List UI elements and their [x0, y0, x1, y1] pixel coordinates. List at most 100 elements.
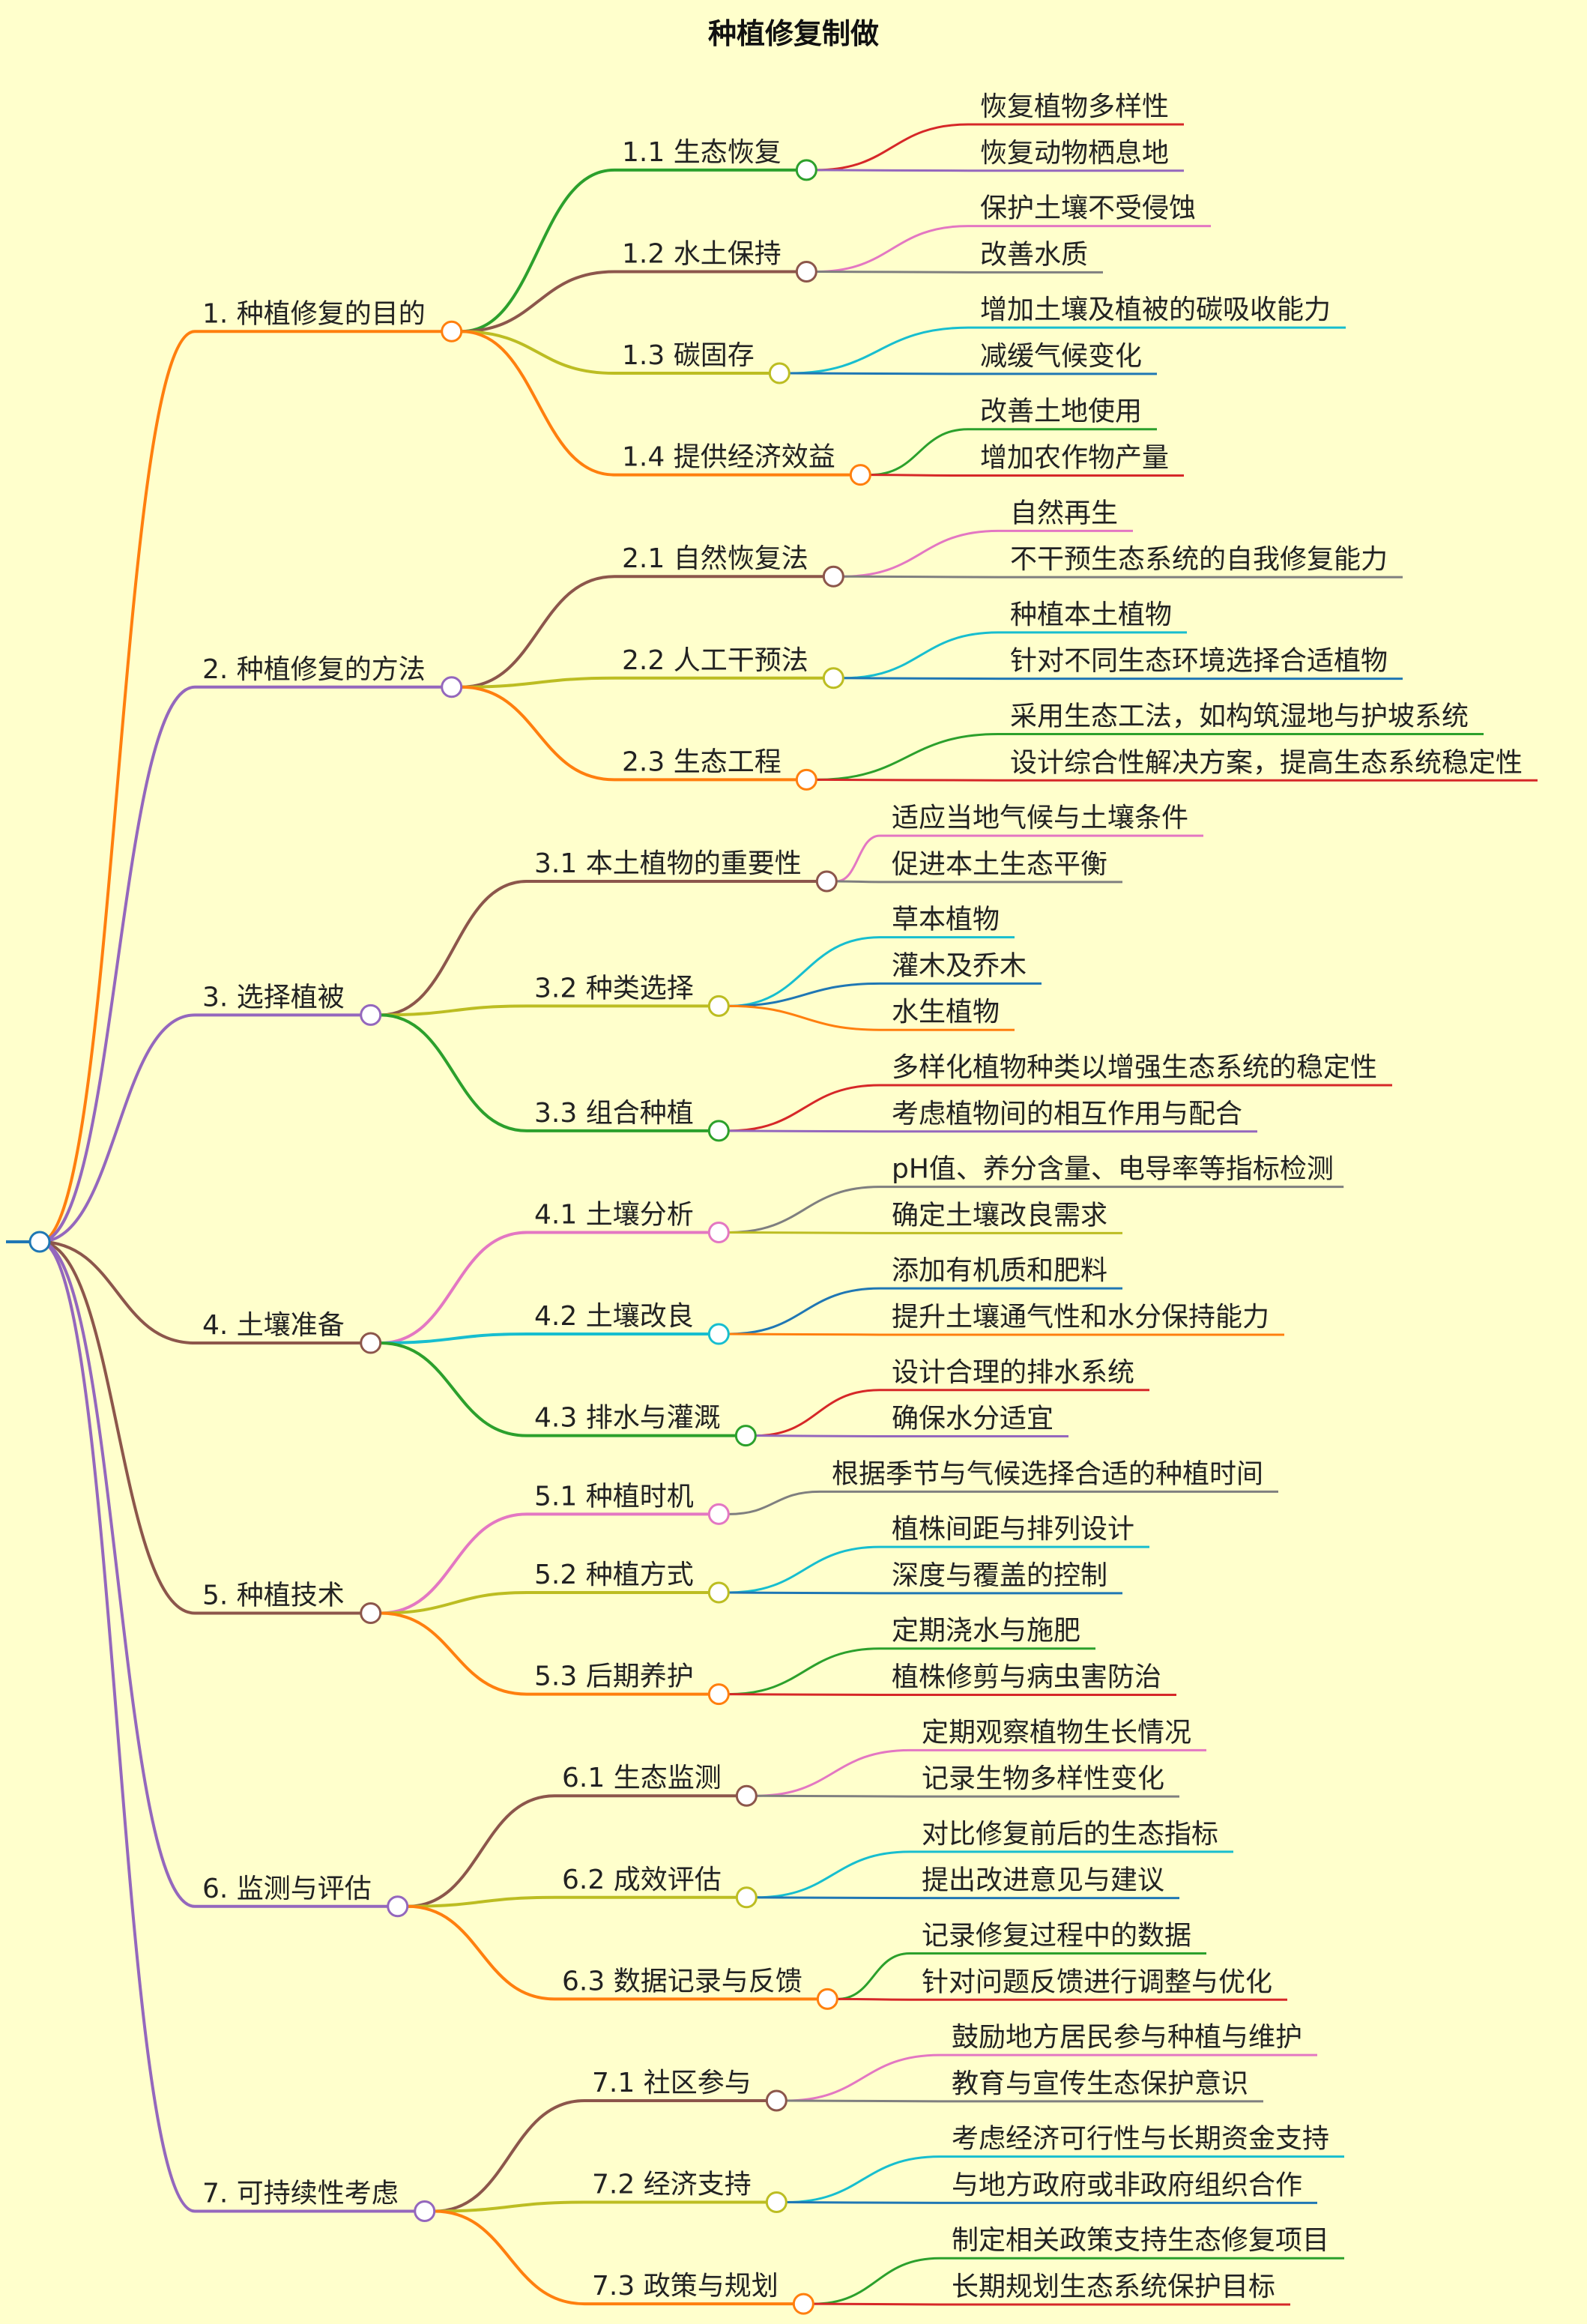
leaf-label: 根据季节与气候选择合适的种植时间 — [832, 1458, 1263, 1489]
topic-label: 4.3 排水与灌溉 — [534, 1403, 721, 1434]
leaf-label: 记录生物多样性变化 — [922, 1763, 1164, 1794]
leaf-label: 种植本土植物 — [1010, 600, 1172, 630]
topic-node[interactable] — [792, 2293, 814, 2315]
branch-node[interactable] — [360, 1602, 382, 1624]
leaf-edge — [786, 2155, 940, 2204]
leaf-label: 采用生态工法，如构筑湿地与护坡系统 — [1010, 701, 1469, 731]
topic-label: 6.3 数据记录与反馈 — [562, 1966, 802, 1996]
topic-node[interactable] — [707, 1581, 730, 1604]
topic-edge — [434, 2200, 585, 2213]
topic-edge — [434, 2098, 585, 2213]
root-node[interactable] — [28, 1231, 51, 1253]
topic-edge — [380, 1004, 528, 1017]
leaf-edge — [728, 1004, 880, 1031]
branch-edge — [39, 1240, 196, 1615]
leaf-label: 长期规划生态系统保护目标 — [952, 2272, 1275, 2302]
branch-node[interactable] — [360, 1332, 382, 1354]
leaf-label: 增加土壤及植被的碳吸收能力 — [980, 295, 1331, 325]
topic-node[interactable] — [765, 2089, 788, 2112]
leaf-edge — [816, 778, 999, 782]
topic-edge — [461, 330, 615, 477]
topic-node[interactable] — [822, 667, 844, 689]
topic-node[interactable] — [707, 1683, 730, 1706]
topic-label: 2.1 自然恢复法 — [622, 543, 808, 574]
topic-label: 7.3 政策与规划 — [592, 2271, 779, 2302]
topic-edge — [461, 685, 615, 782]
leaf-label: 提升土壤通气性和水分保持能力 — [892, 1302, 1269, 1332]
branch-node[interactable] — [441, 676, 463, 698]
leaf-label: 定期观察植物生长情况 — [922, 1717, 1191, 1748]
topic-node[interactable] — [707, 1221, 730, 1243]
leaf-label: 保护土壤不受侵蚀 — [980, 193, 1196, 224]
branch-edge — [39, 1013, 196, 1243]
topic-edge — [380, 1013, 528, 1132]
leaf-label: 增加农作物产量 — [980, 443, 1169, 474]
leaf-edge — [870, 428, 969, 477]
leaf-edge — [816, 732, 999, 781]
branch-label: 4. 土壤准备 — [202, 1310, 345, 1341]
leaf-label: 植株间距与排列设计 — [892, 1514, 1134, 1545]
leaf-label: 考虑经济可行性与长期资金支持 — [952, 2124, 1329, 2155]
leaf-edge — [728, 1545, 880, 1594]
leaf-edge — [843, 677, 999, 680]
leaf-edge — [813, 2257, 940, 2305]
leaf-label: 确定土壤改良需求 — [892, 1200, 1107, 1231]
topic-node[interactable] — [707, 995, 730, 1017]
branch-label: 2. 种植修复的方法 — [202, 654, 426, 685]
leaf-label: 设计综合性解决方案，提高生态系统稳定性 — [1010, 747, 1523, 778]
topic-node[interactable] — [822, 565, 844, 588]
leaf-label: 促进本土生态平衡 — [892, 849, 1107, 880]
topic-label: 7.1 社区参与 — [592, 2068, 752, 2098]
topic-node[interactable] — [795, 768, 817, 791]
topic-node[interactable] — [735, 1886, 758, 1909]
branch-node[interactable] — [360, 1003, 382, 1026]
topic-node[interactable] — [795, 159, 817, 181]
leaf-label: 适应当地气候与土壤条件 — [892, 803, 1188, 833]
leaf-edge — [728, 1332, 880, 1336]
leaf-edge — [728, 1693, 880, 1696]
leaf-edge — [789, 326, 969, 375]
leaf-label: 植株修剪与病虫害防治 — [892, 1662, 1161, 1693]
leaf-edge — [728, 982, 880, 1007]
leaf-edge — [728, 936, 880, 1007]
leaf-edge — [755, 1434, 880, 1438]
branch-node[interactable] — [414, 2200, 436, 2223]
topic-node[interactable] — [795, 260, 817, 283]
topic-edge — [380, 879, 528, 1017]
topic-label: 3.1 本土植物的重要性 — [534, 848, 802, 879]
branch-label: 1. 种植修复的目的 — [202, 298, 426, 329]
leaf-label: 考虑植物间的相互作用与配合 — [892, 1099, 1242, 1129]
edge-layer — [6, 123, 1538, 2306]
branch-node[interactable] — [387, 1895, 409, 1918]
leaf-label: 确保水分适宜 — [892, 1404, 1054, 1434]
leaf-edge — [728, 1186, 880, 1234]
topic-node[interactable] — [707, 1323, 730, 1345]
leaf-label: 草本植物 — [892, 905, 1000, 935]
branch-label: 6. 监测与评估 — [202, 1874, 372, 1904]
topic-node[interactable] — [707, 1503, 730, 1525]
topic-node[interactable] — [768, 362, 791, 384]
leaf-edge — [786, 2053, 940, 2102]
branch-edge — [39, 685, 196, 1243]
branch-edge — [39, 1240, 196, 1345]
mindmap-title: 种植修复制做 — [708, 17, 879, 50]
topic-node[interactable] — [707, 1120, 730, 1142]
topic-node[interactable] — [734, 1425, 757, 1447]
topic-node[interactable] — [816, 1988, 838, 2010]
topic-node[interactable] — [849, 464, 871, 486]
topic-label: 5.1 种植时机 — [534, 1481, 694, 1512]
topic-edge — [380, 1341, 528, 1437]
topic-node[interactable] — [765, 2191, 788, 2214]
branch-node[interactable] — [441, 320, 463, 342]
topic-node[interactable] — [735, 1784, 758, 1807]
topic-edge — [380, 1512, 528, 1615]
topic-node[interactable] — [815, 870, 838, 893]
topic-edge — [380, 1611, 528, 1696]
topic-label: 1.1 生态恢复 — [622, 137, 782, 168]
topic-label: 7.2 经济支持 — [592, 2170, 752, 2200]
leaf-edge — [728, 1084, 880, 1132]
leaf-edge — [843, 529, 999, 578]
leaf-label: 不干预生态系统的自我修复能力 — [1010, 544, 1388, 575]
